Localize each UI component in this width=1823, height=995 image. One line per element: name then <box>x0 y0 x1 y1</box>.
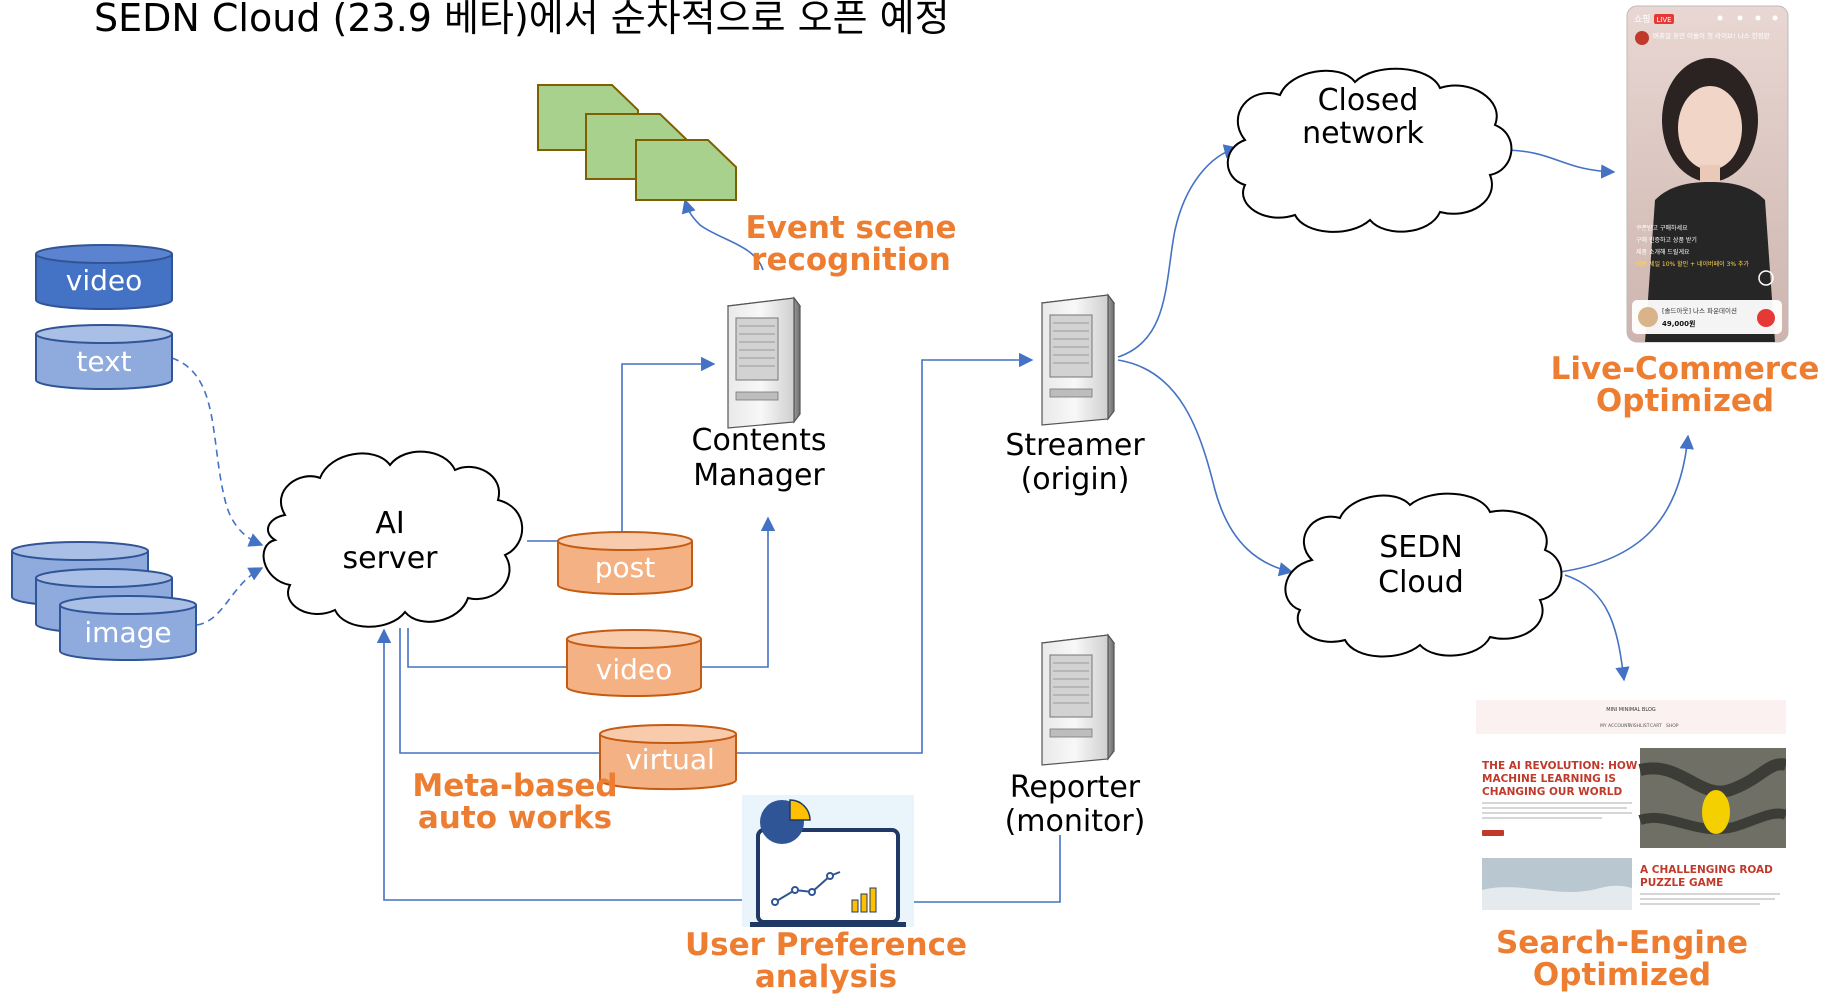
connector-video-to-contents <box>698 516 776 668</box>
connector-streamer-to-closed <box>1117 144 1239 358</box>
db-input-video-label: video <box>66 264 142 297</box>
user-preference-laptop-icon <box>742 795 914 927</box>
user-pref-label: User Preference analysis <box>685 927 967 995</box>
ai-server-cloud: AI server <box>262 450 524 628</box>
search-engine-label: Search-Engine Optimized <box>1496 925 1748 993</box>
closed-network-cloud: Closed network <box>1226 67 1513 233</box>
event-scene-label-line1: Event scene <box>745 210 956 246</box>
phone-comment: 쿠폰받고 구매하세요 <box>1636 224 1688 232</box>
event-scene-documents <box>537 84 737 201</box>
db-video-label: video <box>596 653 672 686</box>
blog-article2-title-line1: A CHALLENGING ROAD <box>1640 864 1773 876</box>
db-video: video <box>566 629 702 697</box>
meta-based-label-line1: Meta-based <box>412 768 617 804</box>
phone-comment: 이번 세일 10% 할인 + 네이버페이 3% 추가 <box>1636 260 1749 268</box>
phone-comment: 구매 인증하고 상품 받기 <box>1636 236 1697 244</box>
search-engine-label-line1: Search-Engine <box>1496 925 1748 961</box>
live-commerce-label: Live-Commerce Optimized <box>1551 351 1820 419</box>
connector-ai-to-virtual <box>399 628 600 754</box>
contents-manager-server: Contents Manager <box>692 297 827 493</box>
search-engine-label-line2: Optimized <box>1533 957 1711 993</box>
streamer-server: Streamer (origin) <box>1005 294 1145 497</box>
streamer-label-line2: (origin) <box>1021 462 1130 497</box>
contents-manager-label-line1: Contents <box>692 423 827 458</box>
db-virtual-label: virtual <box>625 743 715 776</box>
live-commerce-phone-screenshot: 쇼핑 LIVE 버츄얼 휴먼 이솔이 첫 라이브! 나스 한정판 쿠폰받고 구매… <box>1626 5 1789 343</box>
blog-article2-title-line2: PUZZLE GAME <box>1640 877 1723 889</box>
search-engine-blog-screenshot: MINI MINIMAL BLOG MY ACCOUNT WISHLIST CA… <box>1476 700 1786 910</box>
sedn-cloud: SEDN Cloud <box>1284 492 1563 658</box>
blog-article1-title-line2: MACHINE LEARNING IS <box>1482 773 1616 785</box>
connector-image-to-ai <box>196 567 264 626</box>
live-commerce-label-line2: Optimized <box>1596 383 1774 419</box>
db-input-text-label: text <box>76 345 131 378</box>
phone-cart-icon <box>1757 309 1775 327</box>
db-virtual: virtual <box>599 724 737 791</box>
blog-article1-title-line3: CHANGING OUR WORLD <box>1482 786 1622 798</box>
connector-virtual-to-streamer <box>736 352 1034 754</box>
blog-site-name: MINI MINIMAL BLOG <box>1606 707 1656 713</box>
blog-nav-item: MY ACCOUNT <box>1600 723 1631 729</box>
ai-server-label-line2: server <box>343 541 439 576</box>
phone-product-price: 49,000원 <box>1662 319 1695 328</box>
user-pref-label-line1: User Preference <box>685 927 967 963</box>
connector-post-to-contents <box>621 356 716 531</box>
db-input-video: video <box>35 244 173 310</box>
blog-article1-title-line1: THE AI REVOLUTION: HOW <box>1482 760 1638 772</box>
phone-product-caption: [솔드아웃] 나스 파운데이션 <box>1662 306 1737 315</box>
avatar-face <box>1678 86 1742 170</box>
live-commerce-label-line1: Live-Commerce <box>1551 351 1820 387</box>
phone-comment: 제품 소개해 드릴게요 <box>1636 248 1690 256</box>
db-input-text: text <box>35 324 173 390</box>
connector-text-to-ai <box>171 357 264 547</box>
phone-live-badge: LIVE <box>1656 16 1671 24</box>
connector-sedn-to-live <box>1559 434 1694 573</box>
phone-stream-title: 버츄얼 휴먼 이솔이 첫 라이브! 나스 한정판 <box>1653 31 1770 40</box>
blog-figure-yellow <box>1702 790 1730 834</box>
db-post-label: post <box>595 551 655 584</box>
phone-product-card <box>1632 300 1782 334</box>
connector-streamer-to-sedn <box>1117 359 1294 577</box>
db-input-image-label: image <box>84 616 171 649</box>
reporter-label-line1: Reporter <box>1010 770 1141 805</box>
connector-contents-to-events <box>681 198 764 271</box>
reporter-server: Reporter (monitor) <box>1005 634 1146 839</box>
meta-based-label-line2: auto works <box>418 800 612 836</box>
blog-nav-item: WISHLIST <box>1628 723 1650 729</box>
phone-heart-icon <box>1758 270 1774 286</box>
connector-closed-to-live <box>1501 149 1616 179</box>
db-input-image-stack: image <box>11 541 197 661</box>
phone-app-name: 쇼핑 <box>1634 14 1651 25</box>
streamer-label-line1: Streamer <box>1005 428 1145 463</box>
contents-manager-label-line2: Manager <box>693 458 825 493</box>
db-post: post <box>557 531 693 595</box>
event-scene-label: Event scene recognition <box>745 210 956 278</box>
connector-reporter-to-userpref <box>914 835 1061 903</box>
page-title: SEDN Cloud (23.9 베타)에서 순차적으로 오픈 예정 <box>94 0 950 40</box>
blog-nav-item: CART <box>1650 723 1662 729</box>
ai-server-label-line1: AI <box>375 506 404 541</box>
blog-nav-item: SHOP <box>1666 723 1679 729</box>
closed-network-label-line2: network <box>1302 116 1424 151</box>
meta-based-label: Meta-based auto works <box>412 768 617 836</box>
user-pref-label-line2: analysis <box>755 959 897 995</box>
reporter-label-line2: (monitor) <box>1005 804 1146 839</box>
connector-sedn-to-search <box>1564 574 1630 682</box>
closed-network-label-line1: Closed <box>1318 83 1419 118</box>
sedn-cloud-label-line2: Cloud <box>1378 565 1464 600</box>
blog-read-more-button[interactable] <box>1482 830 1504 836</box>
event-scene-label-line2: recognition <box>751 242 951 278</box>
connector-ai-to-video <box>407 628 567 668</box>
connector-userpref-to-ai <box>376 628 742 901</box>
sedn-cloud-label-line1: SEDN <box>1379 530 1463 565</box>
